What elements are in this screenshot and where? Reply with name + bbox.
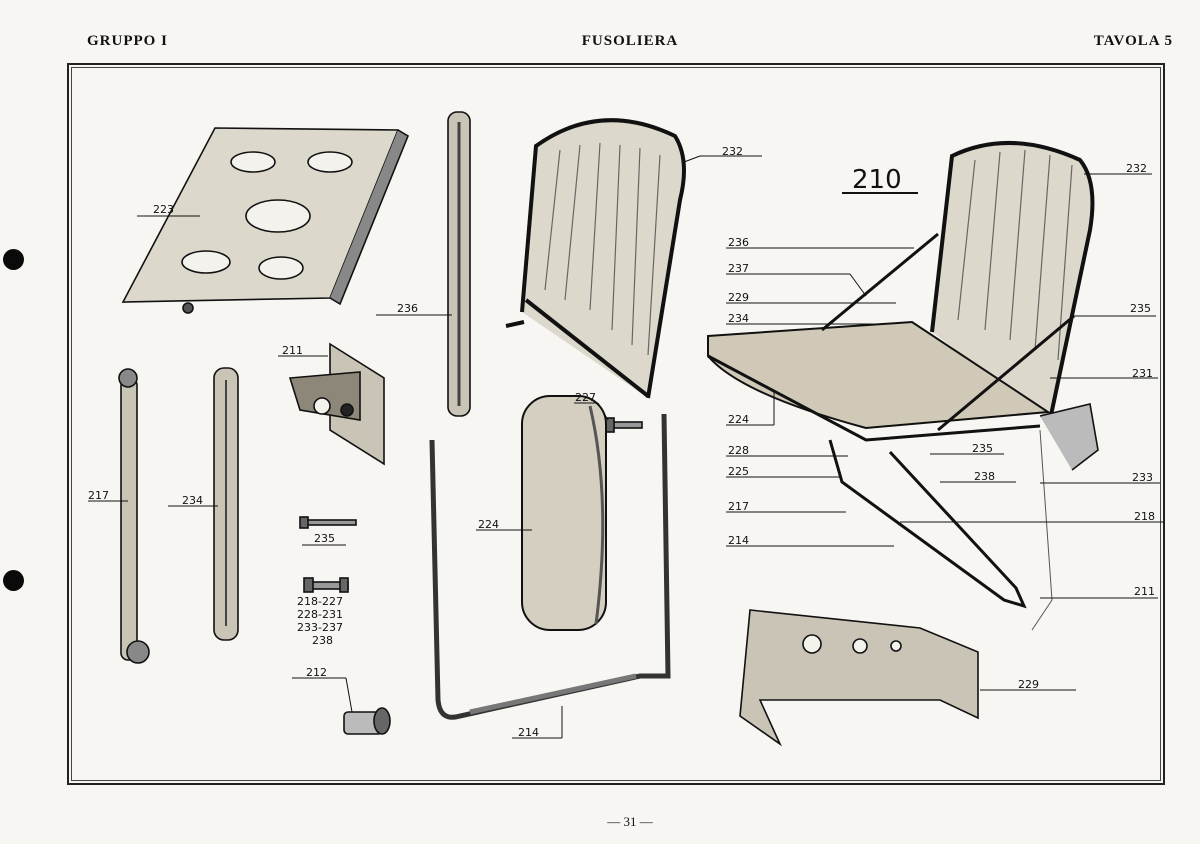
label-227: 227: [575, 391, 596, 404]
label-229: 229: [728, 291, 749, 304]
label-238: 238: [974, 470, 995, 483]
label-217-assembly: 217: [728, 500, 749, 513]
label-group-218-227: 218-227: [297, 595, 343, 608]
label-235: 235: [314, 532, 335, 545]
label-235-lower: 235: [972, 442, 993, 455]
label-212: 212: [306, 666, 327, 679]
label-214: 214: [518, 726, 539, 739]
label-236-assembly: 236: [728, 236, 749, 249]
plate-number: 210: [852, 165, 902, 195]
drawing-frame-inner: [71, 67, 1161, 781]
bracket-211: [288, 342, 385, 466]
label-237: 237: [728, 262, 749, 275]
label-223: 223: [153, 203, 174, 216]
label-229-bracket: 229: [1018, 678, 1039, 691]
label-232-assembly: 232: [1126, 162, 1147, 175]
label-211: 211: [282, 344, 303, 357]
label-231: 231: [1132, 367, 1153, 380]
page-number: — 31 —: [607, 814, 653, 829]
backrest-frame-232: [505, 118, 686, 399]
label-218: 218: [1134, 510, 1155, 523]
bolt-227: [603, 417, 643, 433]
leader-lines: [88, 155, 1164, 739]
section-title: FUSOLIERA: [581, 33, 679, 49]
bolt-218: [303, 577, 349, 593]
bolt-235: [299, 516, 357, 529]
label-234: 234: [182, 494, 203, 507]
label-228: 228: [728, 444, 749, 457]
group-title: GRUPPO I: [87, 33, 168, 49]
label-group-238: 238: [312, 634, 333, 647]
label-224: 224: [478, 518, 499, 531]
seat-cushion-224: [521, 395, 607, 631]
label-group-228-231: 228-231: [297, 608, 343, 621]
label-211-assembly: 211: [1134, 585, 1155, 598]
binder-hole-top: [3, 249, 24, 270]
floor-panel-part: [121, 127, 409, 314]
bracket-229: [739, 609, 979, 747]
assembled-seat: [707, 141, 1099, 631]
binder-hole-bottom: [3, 570, 24, 591]
label-232: 232: [722, 145, 743, 158]
strut-234: [213, 367, 239, 641]
label-214-assembly: 214: [728, 534, 749, 547]
label-217: 217: [88, 489, 109, 502]
label-224-assembly: 224: [728, 413, 749, 426]
label-233: 233: [1132, 471, 1153, 484]
strut-rod-236: [447, 111, 471, 417]
seat-frame-214: [429, 413, 671, 720]
strut-217: [118, 368, 150, 664]
label-235-assembly: 235: [1130, 302, 1151, 315]
label-236: 236: [397, 302, 418, 315]
label-225: 225: [728, 465, 749, 478]
drawing-frame: [67, 63, 1165, 785]
plate-title: TAVOLA 5: [1093, 33, 1173, 49]
label-group-233-237: 233-237: [297, 621, 343, 634]
bushing-212: [343, 707, 391, 735]
label-234-assembly: 234: [728, 312, 749, 325]
